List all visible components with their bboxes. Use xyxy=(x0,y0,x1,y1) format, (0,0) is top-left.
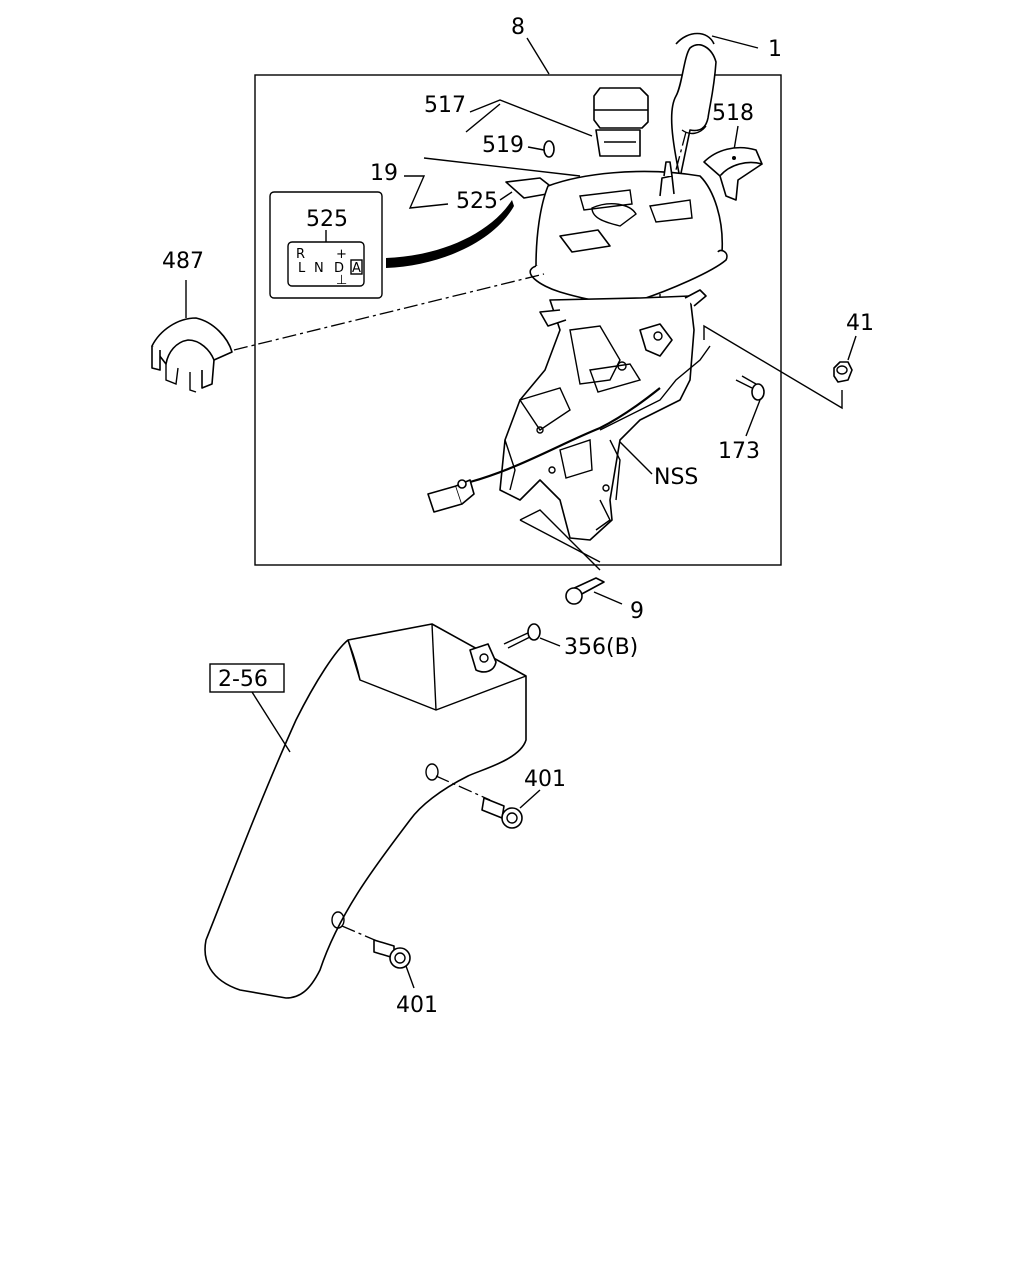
label-41: 41 xyxy=(846,311,874,336)
leader-401-upper xyxy=(519,789,541,809)
leader-41-b xyxy=(703,324,843,410)
inset-525: 525 R L N D + ⊥ A xyxy=(269,191,383,299)
bolt-401-upper xyxy=(481,797,523,829)
cover-518 xyxy=(703,146,763,201)
leader-525 xyxy=(499,191,513,201)
leader-19 xyxy=(404,175,449,209)
label-2-56: 2-56 xyxy=(218,667,268,692)
harness-connector xyxy=(427,479,475,513)
label-173: 173 xyxy=(718,439,760,464)
label-487: 487 xyxy=(162,249,204,274)
shift-L: L xyxy=(298,261,306,276)
label-9: 9 xyxy=(630,599,644,624)
leader-401-lower xyxy=(405,965,415,989)
leader-41 xyxy=(847,335,857,361)
label-nss: NSS xyxy=(654,465,698,490)
leader-173 xyxy=(745,399,761,437)
screw-356b xyxy=(503,623,541,649)
leader-8 xyxy=(526,37,550,75)
leader-19-b xyxy=(423,157,581,177)
label-518: 518 xyxy=(712,101,754,126)
wire-harness xyxy=(469,387,661,484)
label-19: 19 xyxy=(370,161,398,186)
label-356b: 356(B) xyxy=(564,635,638,660)
shift-N: N xyxy=(314,261,324,276)
shift-plus: + xyxy=(336,247,347,262)
switch-517 xyxy=(593,87,649,157)
shift-knob xyxy=(670,32,717,179)
shift-R: R xyxy=(296,247,305,262)
label-1: 1 xyxy=(768,37,782,62)
leader-517-b xyxy=(465,103,501,133)
ref-box-2-56 xyxy=(209,663,285,693)
inset-arrow xyxy=(386,200,514,268)
shift-D: D xyxy=(334,261,344,276)
label-8: 8 xyxy=(511,15,525,40)
console-housing xyxy=(529,161,728,321)
leader-517 xyxy=(469,99,593,137)
leader-9-a xyxy=(519,509,601,571)
bolt-9 xyxy=(565,577,605,605)
leader-2-56 xyxy=(251,691,291,753)
leader-519 xyxy=(527,146,545,151)
leader-518 xyxy=(733,125,739,151)
assembly-frame xyxy=(254,74,782,566)
shift-mechanism xyxy=(499,289,711,541)
cover-487 xyxy=(151,317,233,393)
bulb-519 xyxy=(543,140,555,158)
leader-nss xyxy=(619,441,653,475)
label-401-upper: 401 xyxy=(524,767,566,792)
shift-indicator xyxy=(287,241,365,287)
screw-173 xyxy=(735,375,765,401)
lower-console xyxy=(204,623,527,999)
shift-A: A xyxy=(352,261,361,276)
centerline-401-upper xyxy=(435,775,491,801)
leader-1 xyxy=(711,35,759,49)
inset-label-525: 525 xyxy=(306,207,348,232)
label-517: 517 xyxy=(424,93,466,118)
bolt-401-lower xyxy=(373,939,411,969)
leader-356b xyxy=(539,637,561,647)
centerline-487 xyxy=(233,273,545,351)
leader-9 xyxy=(593,591,623,605)
label-401-lower: 401 xyxy=(396,993,438,1018)
label-525: 525 xyxy=(456,189,498,214)
shift-minus: ⊥ xyxy=(336,273,347,288)
label-519: 519 xyxy=(482,133,524,158)
nut-41 xyxy=(833,361,853,383)
